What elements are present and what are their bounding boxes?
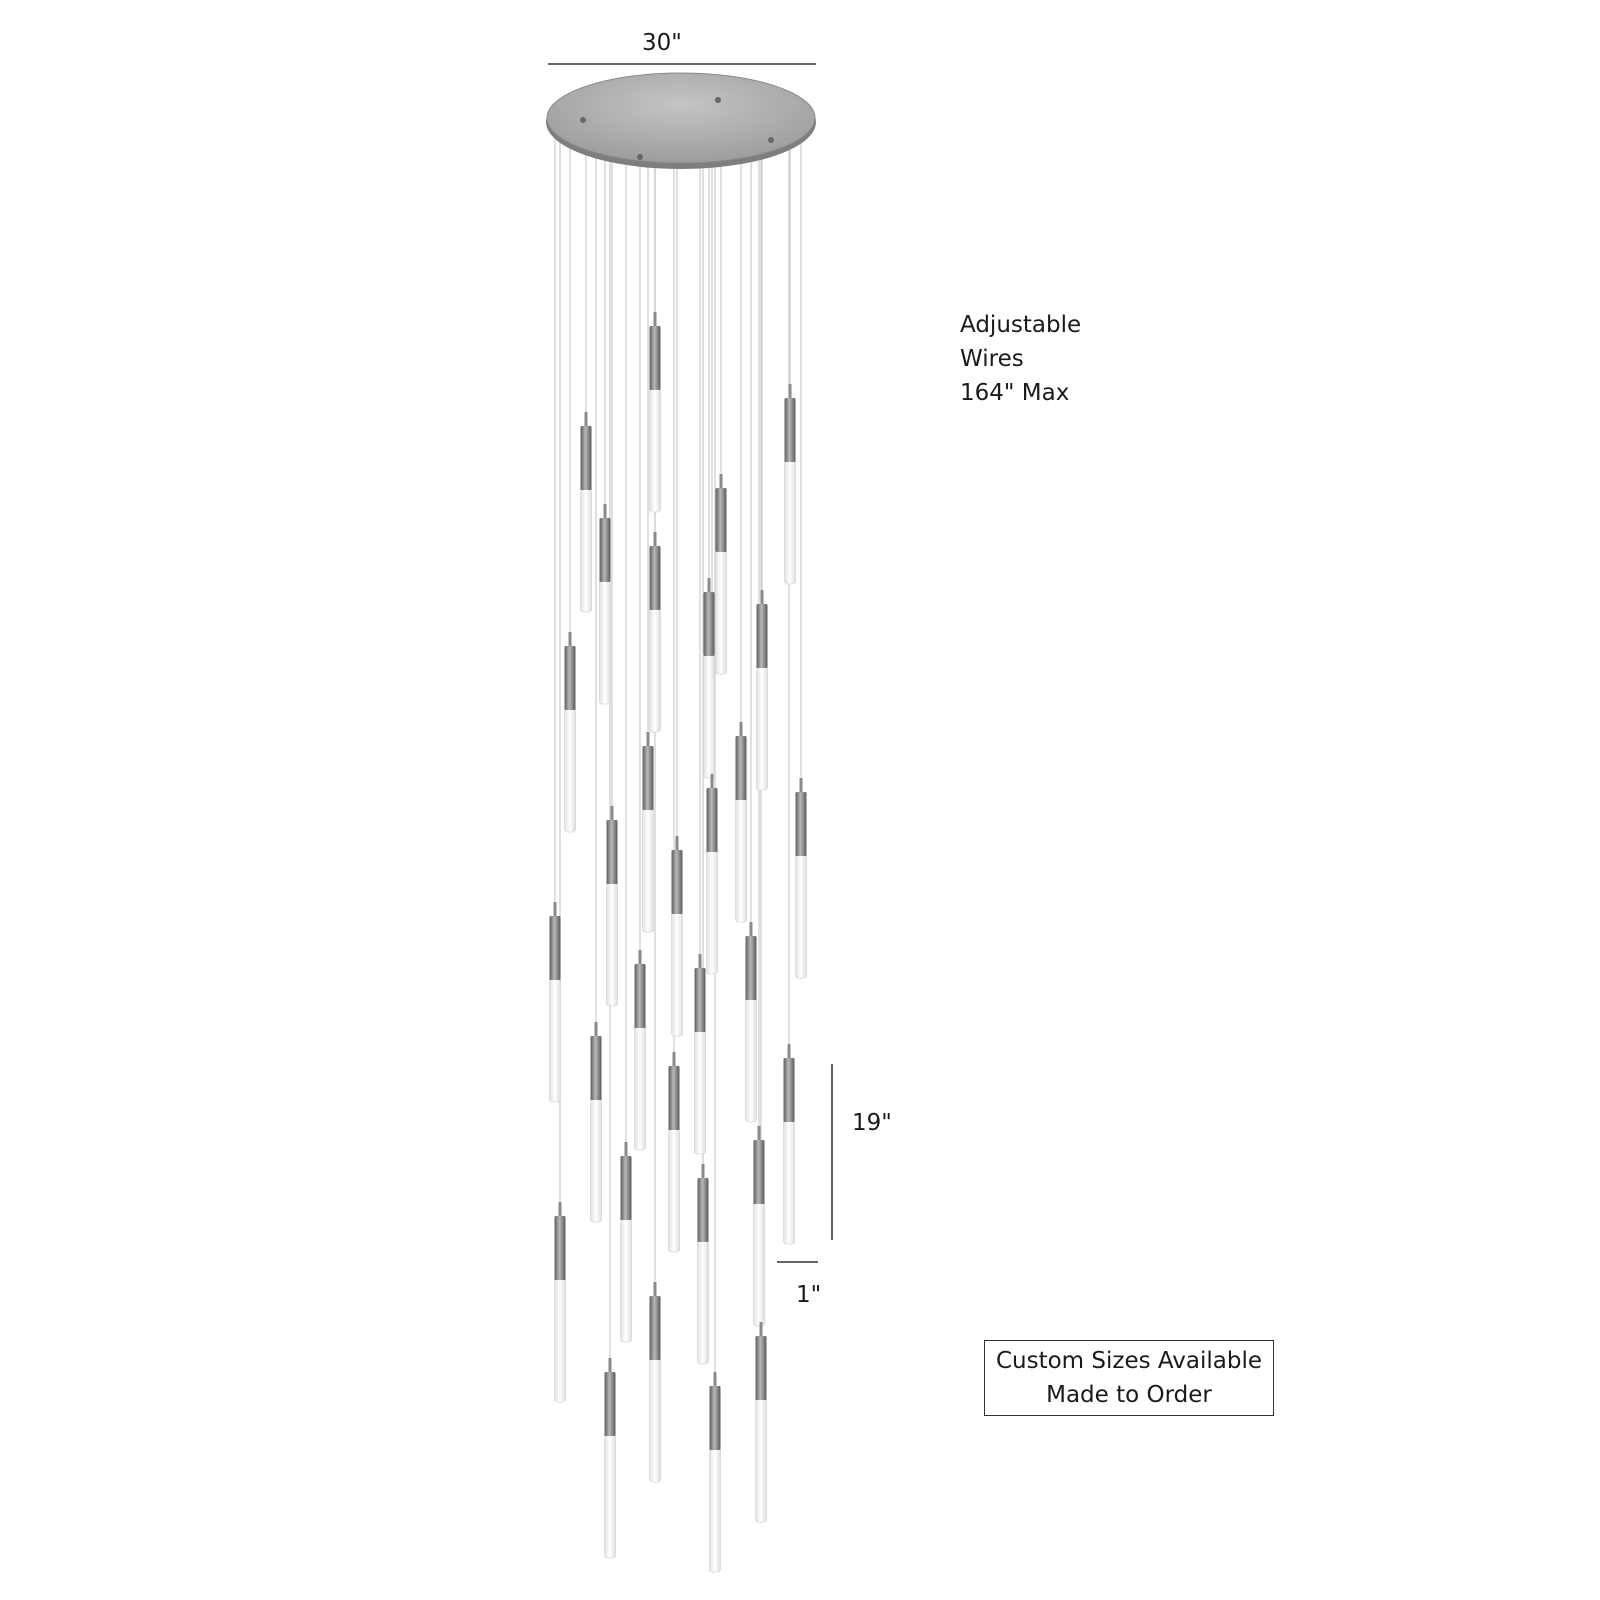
pendant-light	[709, 1372, 721, 1573]
pendant-light	[549, 902, 561, 1103]
pendant-light	[649, 532, 661, 733]
adjustable-wires-note: Adjustable Wires 164" Max	[960, 308, 1081, 410]
pendant-light	[649, 312, 661, 513]
pendant-light	[745, 922, 757, 1123]
pendant-light	[649, 1282, 661, 1483]
wires-note-line1: Adjustable	[960, 312, 1082, 338]
pendants-group	[549, 312, 807, 1573]
pendant-light	[554, 1202, 566, 1403]
pendant-light	[634, 950, 646, 1151]
wires-note-line3: 164" Max	[960, 380, 1070, 406]
pendant-light	[735, 722, 747, 923]
pendant-light	[756, 590, 768, 791]
pendant-light	[784, 384, 796, 585]
custom-sizes-line2: Made to Order	[1046, 1382, 1212, 1408]
pendant-light	[564, 632, 576, 833]
pendant-light	[599, 504, 611, 705]
wires-note-line2: Wires	[960, 346, 1024, 372]
pendant-light	[795, 778, 807, 979]
custom-sizes-box: Custom Sizes Available Made to Order	[984, 1340, 1274, 1416]
pendant-light	[604, 1358, 616, 1559]
pendant-light	[783, 1044, 795, 1245]
pendant-light	[668, 1052, 680, 1253]
pendant-light	[671, 836, 683, 1037]
pendant-length-label: 19"	[852, 1110, 892, 1136]
pendant-light	[606, 806, 618, 1007]
pendant-light	[697, 1164, 709, 1365]
pendant-light	[620, 1142, 632, 1343]
pendant-light	[715, 474, 727, 675]
width-dimension-label: 30"	[642, 30, 682, 56]
pendant-light	[694, 954, 706, 1155]
pendant-light	[590, 1022, 602, 1223]
pendant-light	[580, 412, 592, 613]
custom-sizes-line1: Custom Sizes Available	[995, 1348, 1263, 1374]
pendant-light	[753, 1126, 765, 1327]
pendant-diameter-label: 1"	[796, 1282, 822, 1308]
pendant-light	[755, 1322, 767, 1523]
pendant-light	[703, 578, 715, 779]
ceiling-canopy	[546, 72, 816, 169]
pendant-light	[642, 732, 654, 933]
pendant-light	[706, 774, 718, 975]
